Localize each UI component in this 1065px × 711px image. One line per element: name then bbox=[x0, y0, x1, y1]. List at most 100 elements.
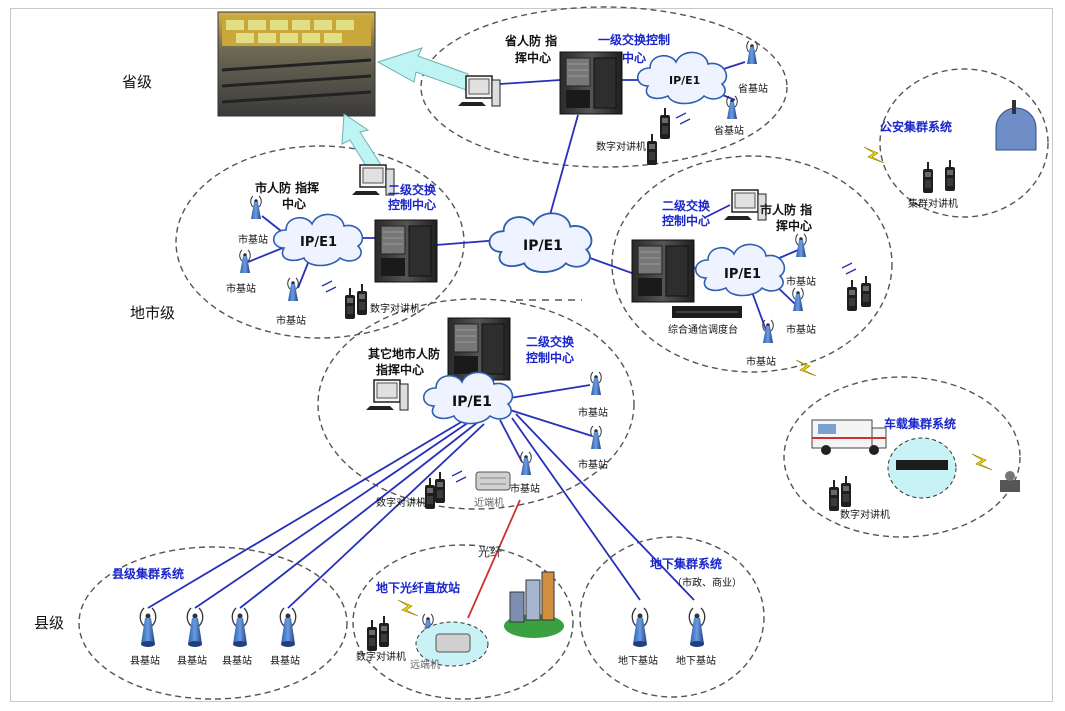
police-radio-label: 集群对讲机 bbox=[908, 197, 958, 210]
province-zone-boundary bbox=[420, 6, 788, 168]
city-left-switch-label-line1: 二级交换 bbox=[388, 182, 437, 197]
underground-zone-subtitle: （市政、商业） bbox=[672, 576, 742, 589]
repeater-radio-1-icon bbox=[367, 620, 377, 651]
province-switch-label-line1: 一级交换控制 bbox=[598, 32, 670, 47]
vehicle-terminal-icon bbox=[1000, 471, 1020, 492]
city-other-cloud-label: IP/E1 bbox=[452, 394, 492, 410]
county-station-4-label: 县基站 bbox=[270, 654, 300, 667]
province-base-station-2-icon bbox=[726, 95, 738, 120]
police-dome-icon bbox=[995, 100, 1037, 151]
province-cloud-label: IP/E1 bbox=[669, 74, 700, 87]
city-right-switch-label-line1: 二级交换 bbox=[662, 198, 711, 213]
city-other-base-station-1-label: 市基站 bbox=[578, 406, 608, 419]
province-base-station-1-icon bbox=[746, 40, 758, 65]
city-right-center-label-line1: 市人防 指 bbox=[760, 202, 812, 217]
city-other-switch-label-line1: 二级交换 bbox=[526, 334, 575, 349]
backbone-cloud-label: IP/E1 bbox=[523, 238, 563, 254]
city-right-base-station-3-label: 市基站 bbox=[746, 355, 776, 368]
city-other-center-label-line1: 其它地市人防 bbox=[368, 346, 440, 361]
city-left-cloud-label: IP/E1 bbox=[300, 235, 337, 250]
city-left-base-station-3-label: 市基站 bbox=[276, 314, 306, 327]
repeater-radio-label: 数字对讲机 bbox=[356, 650, 406, 663]
level-label-city: 地市级 bbox=[130, 304, 175, 322]
vehicle-zone-boundary bbox=[783, 376, 1021, 538]
city-buildings-icon bbox=[504, 571, 564, 638]
county-base-station-2-icon bbox=[186, 607, 204, 648]
city-right-switch-label-line2: 控制中心 bbox=[662, 213, 710, 228]
underground-base-station-2-icon bbox=[688, 607, 706, 648]
city-right-base-station-2-icon bbox=[792, 287, 804, 312]
level-label-province: 省级 bbox=[122, 73, 152, 91]
police-zone-boundary bbox=[879, 68, 1049, 218]
county-base-station-3-icon bbox=[231, 607, 249, 648]
city-other-base-station-3-label: 市基站 bbox=[510, 482, 540, 495]
fiber-repeater-zone-boundary bbox=[352, 544, 574, 700]
city-other-radio-2-icon bbox=[435, 472, 445, 503]
vehicle-truck-icon bbox=[811, 419, 887, 455]
city-other-zone-boundary bbox=[317, 298, 635, 510]
near-end-unit-label: 近端机 bbox=[474, 496, 504, 509]
city-right-base-station-2-label: 市基站 bbox=[786, 323, 816, 336]
city-other-center-label-line2: 指挥中心 bbox=[376, 362, 424, 377]
city-left-switch-label-line2: 控制中心 bbox=[388, 197, 436, 212]
police-zone-title: 公安集群系统 bbox=[880, 119, 952, 134]
fiber-link bbox=[467, 499, 521, 619]
fiber-label: 光纤 bbox=[478, 545, 502, 559]
vehicle-radio-label: 数字对讲机 bbox=[840, 508, 890, 521]
near-end-unit-icon bbox=[475, 471, 511, 491]
city-left-radio-2-icon bbox=[357, 284, 367, 315]
command-center-photo bbox=[217, 11, 376, 117]
city-left-base-station-2-label: 市基站 bbox=[226, 282, 256, 295]
province-switch-rack-icon bbox=[559, 51, 623, 115]
city-other-base-station-3-icon bbox=[520, 451, 532, 476]
wireless-link-repeater-icon bbox=[397, 599, 419, 617]
province-radio-icon bbox=[660, 108, 670, 139]
city-right-zone-boundary bbox=[611, 155, 893, 373]
city-right-radio-1-icon bbox=[847, 280, 857, 311]
province-radio-label: 数字对讲机 bbox=[596, 140, 646, 153]
province-center-label-line1: 省人防 指 bbox=[504, 33, 557, 48]
city-other-base-station-2-label: 市基站 bbox=[578, 458, 608, 471]
police-radio-1-icon bbox=[923, 162, 933, 193]
repeater-radio-2-icon bbox=[379, 616, 389, 647]
underground-station-1-label: 地下基站 bbox=[618, 654, 658, 667]
province-radio-2-icon bbox=[647, 134, 657, 165]
city-right-base-station-1-icon bbox=[795, 233, 807, 258]
city-right-switch-rack-icon bbox=[631, 239, 695, 303]
far-end-unit-label: 远端机 bbox=[410, 658, 440, 671]
fiber-repeater-zone-title: 地下光纤直放站 bbox=[376, 580, 460, 595]
county-base-station-4-icon bbox=[279, 607, 297, 648]
city-left-radio-1-icon bbox=[345, 288, 355, 319]
city-other-radio-1-icon bbox=[425, 478, 435, 509]
underground-base-station-1-icon bbox=[631, 607, 649, 648]
vehicle-trunk-unit-icon bbox=[887, 437, 957, 499]
city-other-switch-label-line2: 控制中心 bbox=[526, 350, 574, 365]
city-left-center-label-line2: 中心 bbox=[282, 196, 306, 211]
city-left-radio-label: 数字对讲机 bbox=[370, 302, 420, 315]
county-zone-boundary bbox=[78, 546, 348, 700]
county-station-2-label: 县基站 bbox=[177, 654, 207, 667]
police-radio-2-icon bbox=[945, 160, 955, 191]
wireless-link-vehicle-terminal-icon bbox=[971, 453, 993, 471]
dispatch-console-icon bbox=[672, 306, 742, 318]
underground-zone-boundary bbox=[579, 536, 765, 698]
province-base-station-1-label: 省基站 bbox=[738, 82, 768, 95]
vehicle-radio-1-icon bbox=[829, 480, 839, 511]
city-other-base-station-1-icon bbox=[590, 371, 602, 396]
city-left-base-station-3-icon bbox=[287, 277, 299, 302]
county-station-3-label: 县基站 bbox=[222, 654, 252, 667]
city-left-base-station-1-label: 市基站 bbox=[238, 233, 268, 246]
province-base-station-2-label: 省基站 bbox=[714, 124, 744, 137]
city-other-radio-label: 数字对讲机 bbox=[376, 496, 426, 509]
city-right-base-station-1-label: 市基站 bbox=[786, 275, 816, 288]
uplink-arrow-province bbox=[376, 47, 469, 91]
county-zone-title: 县级集群系统 bbox=[112, 566, 184, 581]
city-left-switch-rack-icon bbox=[374, 219, 438, 283]
dispatch-console-label: 综合通信调度台 bbox=[668, 323, 738, 336]
level-label-county: 县级 bbox=[34, 614, 64, 632]
wireless-signal-marks bbox=[321, 112, 857, 483]
city-right-radio-2-icon bbox=[861, 276, 871, 307]
city-left-center-label-line1: 市人防 指挥 bbox=[255, 180, 319, 195]
city-other-base-station-2-icon bbox=[590, 425, 602, 450]
